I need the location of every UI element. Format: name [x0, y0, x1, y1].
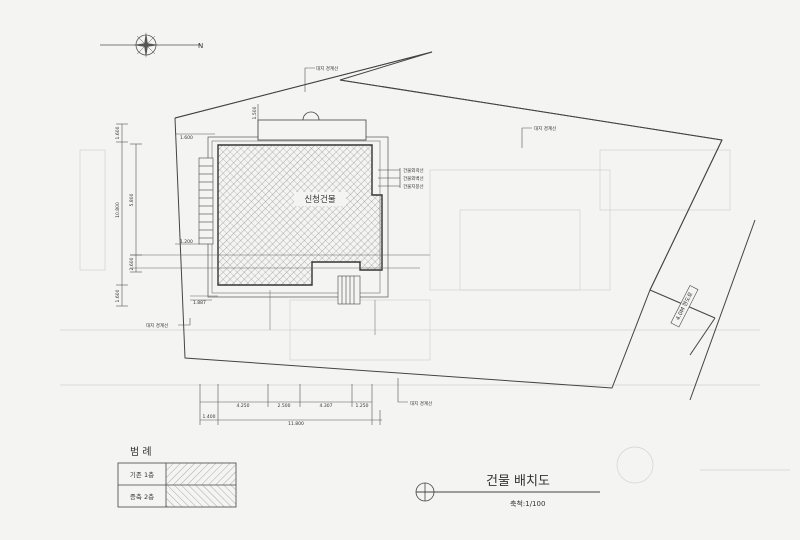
scale-label: 축척:1/100 [510, 499, 545, 508]
dimension-label: 11.800 [288, 421, 304, 427]
dimension-label: 1.500 [252, 106, 258, 119]
legend-row-label: 기존 1층 [130, 470, 154, 479]
dimension-label: 1.400 [203, 414, 216, 420]
dimension-label: 5.800 [129, 193, 135, 206]
road-edge-lines [649, 139, 756, 401]
dimension-label: 1.600 [115, 289, 121, 302]
dimension-label: 1.600 [180, 135, 193, 141]
boundary-label-right: 대지 경계선 [534, 125, 556, 132]
drawing-title: 건물 배치도 [486, 474, 550, 489]
boundary-label-top: 대지 경계선 [316, 65, 338, 72]
line-type-legend [378, 168, 401, 188]
line-legend-item: 건물외벽선 [403, 175, 424, 182]
building-label: 신청건물 [304, 194, 335, 205]
north-compass-icon: N [100, 32, 203, 58]
boundary-label-left: 대지 경계선 [146, 322, 168, 329]
legend-row-label: 증축 2층 [130, 492, 154, 501]
legend-title: 범 례 [130, 446, 152, 458]
dimension-label: 1.600 [115, 126, 121, 139]
line-legend-item: 건물외곽선 [403, 167, 424, 174]
dimension-label: 1.887 [193, 300, 206, 306]
north-label: N [198, 42, 203, 50]
left-dimension-lines [116, 123, 215, 307]
boundary-label-bottom: 대지 경계선 [410, 400, 432, 407]
background-ghost-lines [60, 149, 790, 484]
extension-lines [130, 254, 430, 335]
legend-box: 범 례 기존 1층 증축 2층 [117, 446, 237, 508]
dimension-label: 4.307 [320, 403, 333, 409]
road-label-box: 4.0M 현도로 [670, 285, 699, 328]
boundary-leaders [178, 67, 532, 403]
building-footprint: 신청건물 [198, 104, 389, 305]
title-block: 건물 배치도 축척:1/100 [415, 474, 600, 508]
line-legend-item: 건물지붕선 [403, 183, 424, 190]
bottom-dimension-lines [199, 384, 382, 425]
dimension-label: 10.800 [115, 202, 121, 218]
dimension-label: 2.500 [278, 403, 291, 409]
dimension-label: 1.250 [356, 403, 369, 409]
dimension-label: 1.200 [180, 239, 193, 245]
dimension-label: 2.600 [129, 257, 135, 270]
dimension-label: 4.250 [237, 403, 250, 409]
